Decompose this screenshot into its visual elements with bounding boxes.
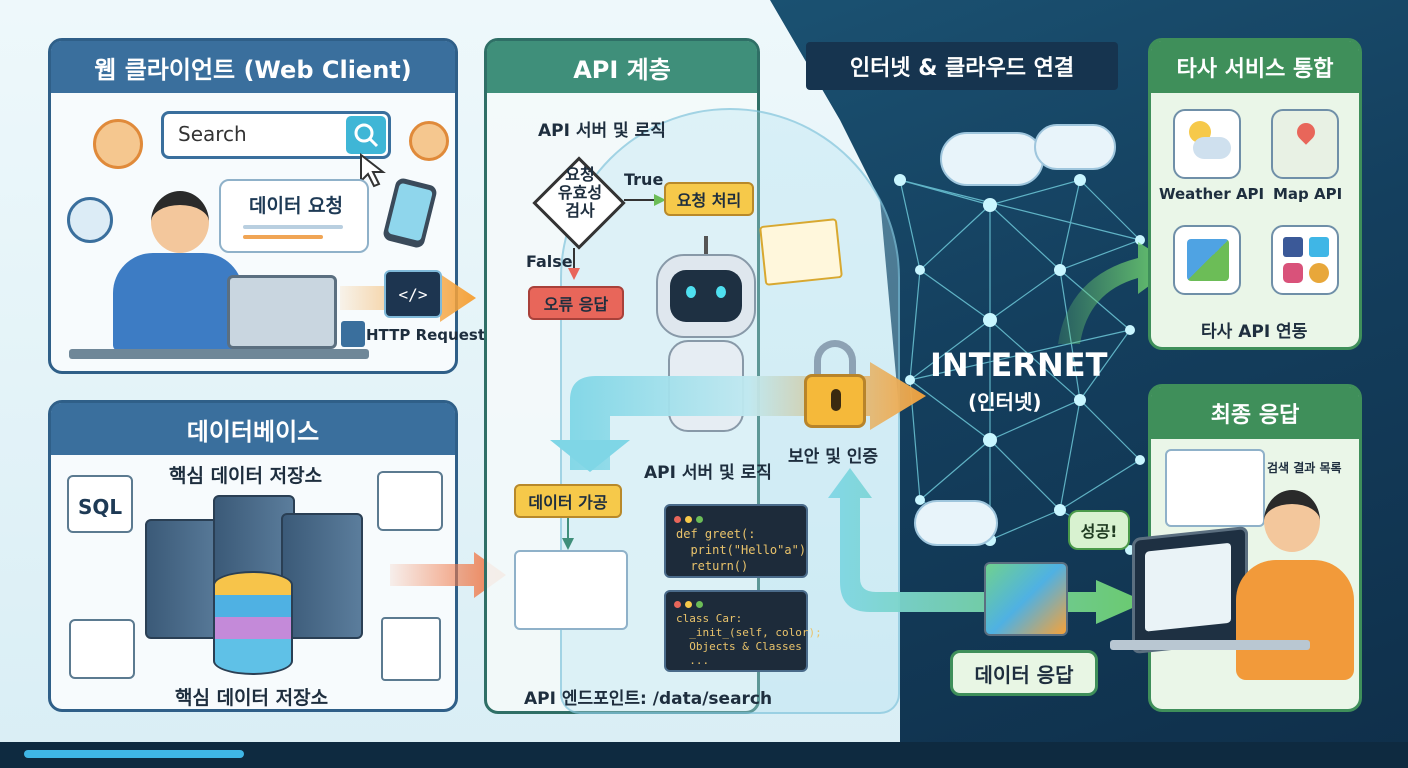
user-avatar-icon: [67, 197, 113, 243]
security-auth-label: 보안 및 인증: [788, 447, 879, 467]
api-robot-figure: [646, 236, 766, 436]
google-maps-app-icon: [1173, 225, 1241, 295]
database-cylinder-icon: [213, 571, 293, 675]
code-line: _init_(self, color);: [676, 626, 822, 639]
user-person-figure: [113, 191, 243, 351]
data-response-box: 데이터 응답: [950, 650, 1098, 696]
internet-sub-label: (인터넷): [968, 390, 1042, 414]
database-to-api-arrow: [390, 552, 506, 598]
laptop-icon: [227, 275, 337, 349]
search-icon: [354, 123, 379, 148]
code-line: ...: [676, 654, 710, 667]
search-bar[interactable]: Search: [161, 111, 391, 159]
database-title: 데이터베이스: [51, 403, 455, 455]
certificate-icon: [759, 218, 843, 286]
table-doc-icon: [377, 471, 443, 531]
code-file-icon: </>: [384, 270, 442, 318]
database-panel: 데이터베이스 핵심 데이터 저장소 SQL 핵심 데이터 저장소: [48, 400, 458, 712]
cloud-sync-icon: [1034, 124, 1116, 170]
weather-api-label: Weather API: [1159, 185, 1265, 203]
api-server-logic-top-label: API 서버 및 로직: [538, 121, 666, 141]
data-processing-box: 데이터 가공: [514, 484, 622, 518]
third-party-connect-arrow: [1058, 242, 1176, 344]
code-line: def greet(:: [676, 527, 756, 541]
code-snippet-function: def greet(: print("Hello"a") return(): [664, 504, 808, 578]
result-list-window: [1165, 449, 1265, 527]
request-bubble: 데이터 요청: [219, 179, 369, 253]
database-top-label: 핵심 데이터 저장소: [169, 465, 323, 487]
weather-app-icon: [1173, 109, 1241, 179]
internet-cloud-header: 인터넷 & 클라우드 연결: [806, 42, 1118, 90]
map-app-icon: [1271, 109, 1339, 179]
final-desk: [1110, 640, 1310, 650]
third-party-panel: 타사 서비스 통합 Weather API Map API 타사 API 연동: [1148, 38, 1362, 350]
third-party-footer-label: 타사 API 연동: [1201, 322, 1308, 342]
final-user-person-figure: [1230, 490, 1360, 710]
sql-label: SQL: [78, 495, 123, 519]
code-line: return(): [676, 559, 749, 573]
sql-file-icon: SQL: [67, 475, 133, 533]
request-bubble-text: 데이터 요청: [249, 195, 344, 217]
false-arrow: [568, 248, 580, 280]
search-result-label: 검색 결과 목록: [1267, 461, 1342, 475]
user-avatar-icon: [409, 121, 449, 161]
api-endpoint-label: API 엔드포인트: /data/search: [524, 689, 773, 709]
validation-decision-text: 요청 유효성 검사: [557, 165, 603, 220]
validation-decision-diamond: 요청 유효성 검사: [532, 156, 626, 250]
api-layer-title: API 계층: [487, 41, 757, 93]
bottom-decorative-bar: [0, 742, 1408, 768]
code-snippet-class: class Car: _init_(self, color); Objects …: [664, 590, 822, 672]
code-line: class Car:: [676, 612, 743, 625]
smartphone-icon: [381, 176, 439, 250]
database-bottom-label: 핵심 데이터 저장소: [175, 687, 329, 709]
security-lock-icon: [804, 340, 866, 430]
http-request-label: HTTP Request: [366, 326, 485, 344]
code-line: print("Hello"a"): [676, 543, 807, 557]
final-response-title: 최종 응답: [1151, 387, 1359, 439]
map-api-label: Map API: [1273, 185, 1343, 203]
search-button[interactable]: [346, 116, 386, 154]
internet-main-label: INTERNET: [930, 346, 1108, 384]
success-badge: 성공!: [1068, 510, 1130, 550]
false-label: False: [526, 252, 573, 271]
third-party-title: 타사 서비스 통합: [1151, 41, 1359, 93]
web-client-title: 웹 클라이언트 (Web Client): [51, 41, 455, 93]
cloud-sync-icon: [940, 132, 1044, 186]
user-avatar-icon: [93, 119, 143, 169]
error-response-box: 오류 응답: [528, 286, 624, 320]
endpoint-document-icon: [514, 550, 628, 630]
true-arrow: [624, 194, 666, 206]
social-apps-icon: [1271, 225, 1339, 295]
data-package-icon: [984, 562, 1068, 636]
desk: [69, 349, 369, 359]
cloud-sync-icon: [914, 500, 998, 546]
table-doc-icon: [69, 619, 135, 679]
document-icon: [381, 617, 441, 681]
search-input[interactable]: Search: [178, 122, 247, 146]
processing-down-arrow: [562, 518, 574, 550]
coffee-mug-icon: [341, 321, 365, 347]
web-client-panel: 웹 클라이언트 (Web Client) Search 데이터 요청: [48, 38, 458, 374]
server-rack-icon: [281, 513, 363, 639]
api-server-logic-bottom-label: API 서버 및 로직: [644, 463, 772, 483]
process-request-box: 요청 처리: [664, 182, 754, 216]
true-label: True: [624, 170, 664, 189]
code-line: Objects & Classes: [676, 640, 802, 653]
